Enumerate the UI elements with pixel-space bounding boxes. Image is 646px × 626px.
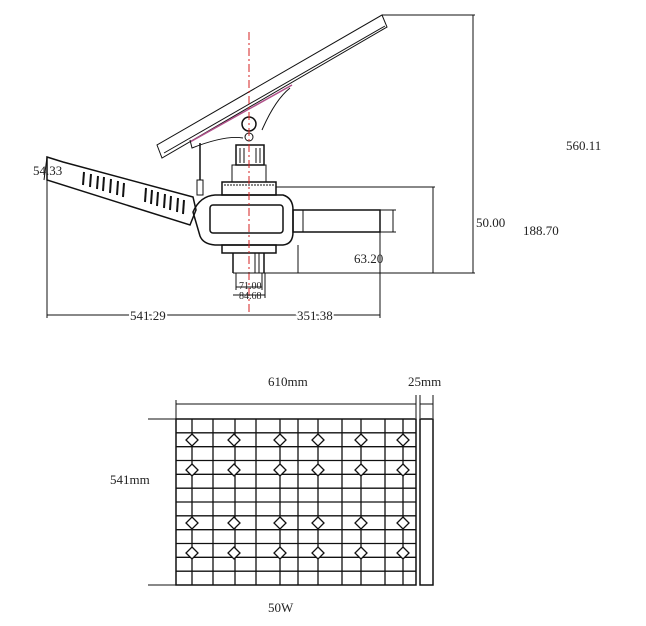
cell-junction-icon <box>273 433 287 447</box>
solar-panel <box>156 14 388 159</box>
dim-arm-height: 188.70 <box>523 223 559 238</box>
dim-head-thickness: 54.33 <box>33 163 62 178</box>
cell-junction-icon <box>396 546 410 560</box>
led-head <box>46 155 197 226</box>
cell-junction-icon <box>354 546 368 560</box>
cell-junction-icon <box>311 433 325 447</box>
cooling-fins <box>82 171 185 215</box>
mounting-arm <box>292 209 381 233</box>
cell-junction-icon <box>273 516 287 530</box>
side-view: 560.11 54.33 188.70 50.00 63.20 71.00 84… <box>33 14 601 325</box>
cell-junction-icon <box>354 433 368 447</box>
dim-arm-diameter: 50.00 <box>476 215 505 230</box>
cell-junction-icon <box>185 463 199 477</box>
panel-height-label: 541mm <box>110 472 150 487</box>
dimension-lines <box>43 14 475 318</box>
cell-junction-icon <box>185 546 199 560</box>
panel-power-label: 50W <box>268 600 294 615</box>
cell-junction-icon <box>185 433 199 447</box>
cell-junction-icon <box>311 546 325 560</box>
panel-frame-side <box>419 418 434 586</box>
cell-junction-icon <box>396 433 410 447</box>
panel-view: 610mm 25mm 541mm 50W <box>110 374 441 615</box>
cell-junction-icon <box>185 516 199 530</box>
panel-bracket <box>189 87 291 149</box>
cell-junction-icon <box>354 516 368 530</box>
dim-mount-outer: 84.68 <box>239 291 262 302</box>
cell-junction-icon <box>273 546 287 560</box>
dim-panel-height: 560.11 <box>566 138 601 153</box>
cell-junction-icon <box>227 516 241 530</box>
dim-right-length: 351.38 <box>297 308 333 323</box>
cell-junction-icon <box>311 463 325 477</box>
cell-junction-icon <box>227 463 241 477</box>
cell-junction-icon <box>227 546 241 560</box>
solar-cell-grid <box>175 418 417 586</box>
dim-mount-inner: 71.00 <box>239 281 262 292</box>
dim-left-length: 541.29 <box>130 308 166 323</box>
panel-edge-highlight <box>189 84 293 143</box>
housing-body <box>192 194 294 246</box>
cell-junction-icon <box>273 463 287 477</box>
cell-junction-icon <box>227 433 241 447</box>
cell-junction-icon <box>396 463 410 477</box>
cell-junction-icon <box>311 516 325 530</box>
dim-mount-height: 63.20 <box>354 251 383 266</box>
panel-width-label: 610mm <box>268 374 308 389</box>
cell-junction-icon <box>354 463 368 477</box>
cell-junction-icon <box>396 516 410 530</box>
panel-thickness-label: 25mm <box>408 374 441 389</box>
